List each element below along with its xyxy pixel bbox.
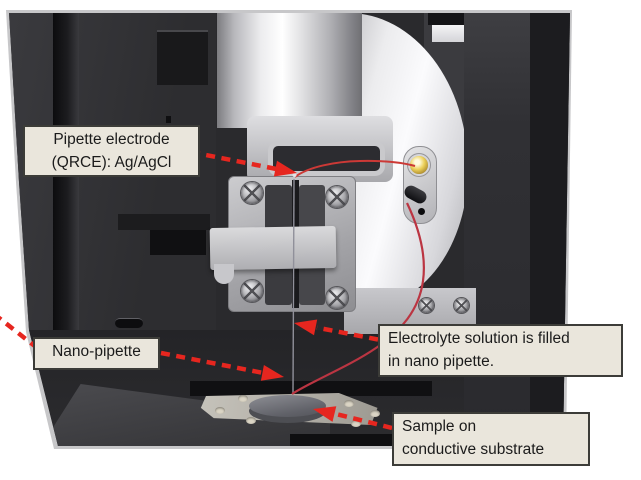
plate-hole xyxy=(370,410,380,417)
plate-hole xyxy=(351,420,361,427)
label-text: Electrolyte solution is filled xyxy=(388,330,570,347)
holder-screw xyxy=(241,182,263,204)
holder-screw xyxy=(241,280,263,302)
gold-connector xyxy=(410,156,428,174)
housing-screw xyxy=(419,298,434,313)
housing-screw xyxy=(454,298,469,313)
panel-step-ledge xyxy=(118,214,210,230)
label-nano-pipette: Nano-pipette xyxy=(33,337,160,370)
panel-slot-mark xyxy=(166,116,171,123)
label-sample: Sample on conductive substrate xyxy=(392,412,590,466)
label-text: Sample on xyxy=(402,418,477,435)
holder-screw xyxy=(326,287,348,309)
sample-disc xyxy=(249,395,326,417)
label-text: (QRCE): Ag/AgCl xyxy=(51,154,172,171)
plate-hole xyxy=(215,407,225,414)
pipette-mount-slot xyxy=(268,141,385,176)
label-pipette-electrode: Pipette electrode (QRCE): Ag/AgCl xyxy=(23,125,200,177)
label-text: in nano pipette. xyxy=(388,353,495,370)
label-text: conductive substrate xyxy=(402,441,545,458)
holder-screw xyxy=(326,186,348,208)
label-text: Nano-pipette xyxy=(52,343,141,360)
panel-handle xyxy=(115,318,143,328)
frame-right-inner-column xyxy=(464,13,534,446)
left-panel-groove xyxy=(53,13,79,342)
plate-hole xyxy=(344,400,354,407)
left-panel-recess xyxy=(157,30,208,85)
z-piezo-cylinder xyxy=(217,13,362,128)
panel-dark-window xyxy=(150,230,206,255)
clamp-lever-hook xyxy=(214,264,234,284)
connector-hole xyxy=(418,208,425,215)
label-text: Pipette electrode xyxy=(53,131,170,148)
plate-hole xyxy=(246,417,256,424)
label-electrolyte: Electrolyte solution is filled in nano p… xyxy=(378,324,623,377)
plate-hole xyxy=(238,395,248,402)
